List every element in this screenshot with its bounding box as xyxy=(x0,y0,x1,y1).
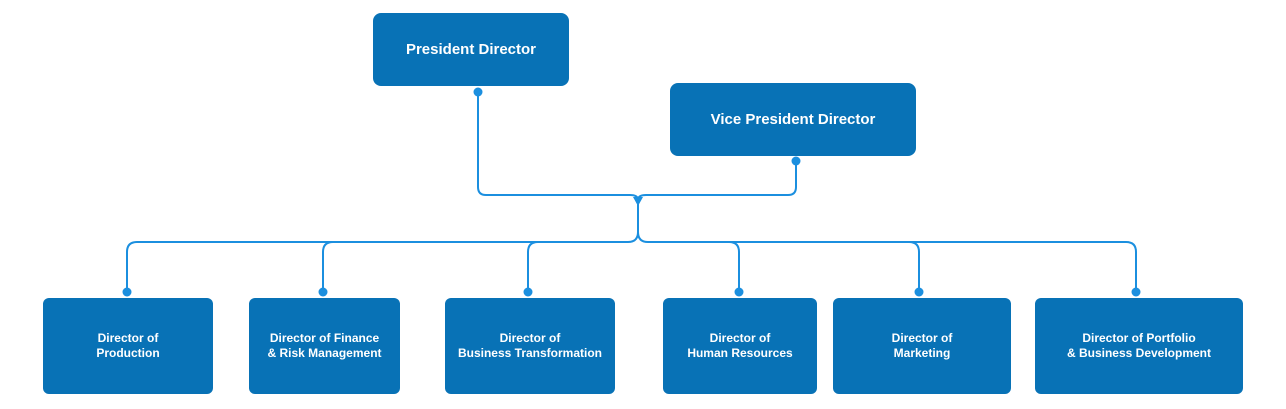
director-production-node: Director of Production xyxy=(43,298,213,394)
connector-dot-d4 xyxy=(734,287,744,297)
connector-dot-d5 xyxy=(914,287,924,297)
junction-arrow xyxy=(633,197,643,206)
president-director-label: President Director xyxy=(405,41,537,58)
branch-d2 xyxy=(322,241,334,292)
connector-dot-d1 xyxy=(122,287,132,297)
director-portfolio-business-development-label: Director of Portfolio & Business Develop… xyxy=(1066,331,1212,360)
vice-president-director-node: Vice President Director xyxy=(670,83,916,156)
director-marketing-label: Director of Marketing xyxy=(891,331,953,360)
connector-dot-vice xyxy=(791,156,801,166)
branch-right xyxy=(637,231,1137,292)
connector-dot-d6 xyxy=(1131,287,1141,297)
connector-dot-d2 xyxy=(318,287,328,297)
vice-president-director-label: Vice President Director xyxy=(710,111,876,128)
director-production-label: Director of Production xyxy=(96,331,160,360)
president-connector xyxy=(477,92,639,201)
director-marketing-node: Director of Marketing xyxy=(833,298,1011,394)
branch-d3 xyxy=(527,241,539,292)
director-portfolio-business-development-node: Director of Portfolio & Business Develop… xyxy=(1035,298,1243,394)
director-human-resources-label: Director of Human Resources xyxy=(687,331,793,360)
director-finance-risk-node: Director of Finance & Risk Management xyxy=(249,298,400,394)
director-business-transformation-node: Director of Business Transformation xyxy=(445,298,615,394)
branch-d5 xyxy=(908,241,920,292)
vice-connector xyxy=(637,161,797,201)
connector-dot-d3 xyxy=(523,287,533,297)
branch-d4 xyxy=(728,241,740,292)
director-business-transformation-label: Director of Business Transformation xyxy=(457,331,603,360)
president-director-node: President Director xyxy=(373,13,569,86)
director-finance-risk-label: Director of Finance & Risk Management xyxy=(267,331,382,360)
director-human-resources-node: Director of Human Resources xyxy=(663,298,817,394)
branch-left xyxy=(126,231,639,292)
connector-dot-president xyxy=(473,87,483,97)
